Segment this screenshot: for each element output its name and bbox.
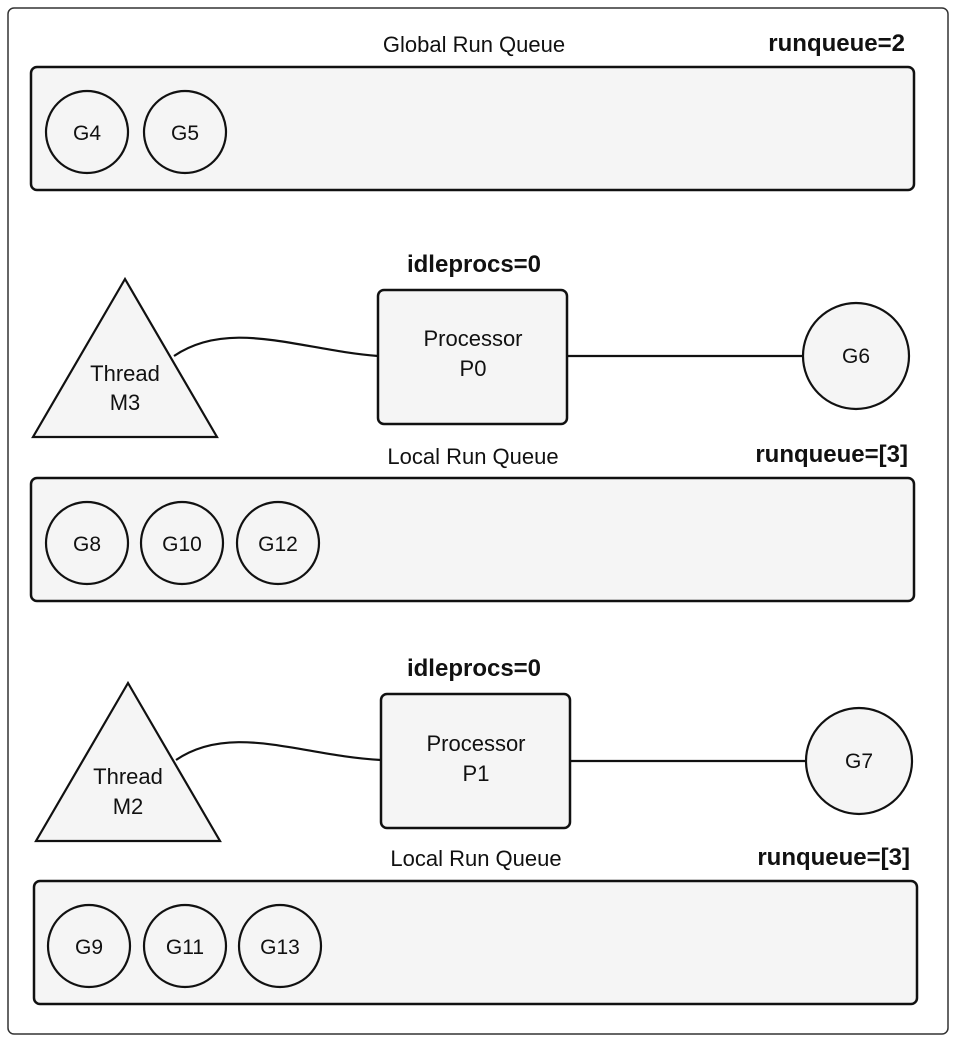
- processor-id: P0: [460, 356, 487, 381]
- thread-m3: Thread M3: [31, 276, 219, 439]
- goroutine-g9: G9: [46, 903, 132, 989]
- global-run-queue-box: [29, 65, 916, 192]
- goroutine-label: G8: [73, 533, 101, 556]
- goroutine-g7-running: G7: [804, 706, 914, 816]
- m3-p0-link: [173, 336, 379, 358]
- goroutine-label: G7: [845, 750, 873, 773]
- goroutine-label: G5: [171, 122, 199, 145]
- goroutine-label: G11: [166, 936, 204, 959]
- goroutine-label: G12: [258, 533, 298, 556]
- goroutine-g5: G5: [142, 89, 228, 175]
- processor-id: P1: [463, 761, 490, 786]
- goroutine-label: G9: [75, 936, 103, 959]
- goroutine-g13: G13: [237, 903, 323, 989]
- goroutine-g6-running: G6: [801, 301, 911, 411]
- p0-idleprocs-stat: idleprocs=0: [407, 251, 541, 278]
- p1-idleprocs-stat: idleprocs=0: [407, 655, 541, 682]
- p0-runqueue-stat: runqueue=[3]: [755, 441, 908, 468]
- goroutine-g8: G8: [44, 500, 130, 586]
- goroutine-label: G10: [162, 533, 202, 556]
- global-queue-title: Global Run Queue: [383, 32, 565, 57]
- goroutine-g4: G4: [44, 89, 130, 175]
- goroutine-label: G13: [260, 936, 300, 959]
- p1-local-queue-title: Local Run Queue: [390, 846, 561, 871]
- thread-m2: Thread M2: [34, 680, 222, 843]
- thread-label: Thread: [90, 361, 160, 386]
- goroutine-g12: G12: [235, 500, 321, 586]
- processor-label: Processor: [423, 326, 522, 351]
- processor-p1: Processor P1: [379, 692, 572, 830]
- m2-p1-link: [175, 741, 382, 762]
- thread-id: M3: [110, 390, 141, 415]
- p0-local-queue-title: Local Run Queue: [387, 444, 558, 469]
- goroutine-g10: G10: [139, 500, 225, 586]
- goroutine-g11: G11: [142, 903, 228, 989]
- global-runqueue-stat: runqueue=2: [768, 30, 905, 57]
- processor-label: Processor: [426, 731, 525, 756]
- goroutine-label: G4: [73, 122, 101, 145]
- processor-p0: Processor P0: [376, 288, 569, 426]
- thread-id: M2: [113, 794, 144, 819]
- p1-runqueue-stat: runqueue=[3]: [757, 844, 910, 871]
- goroutine-label: G6: [842, 345, 870, 368]
- thread-label: Thread: [93, 764, 163, 789]
